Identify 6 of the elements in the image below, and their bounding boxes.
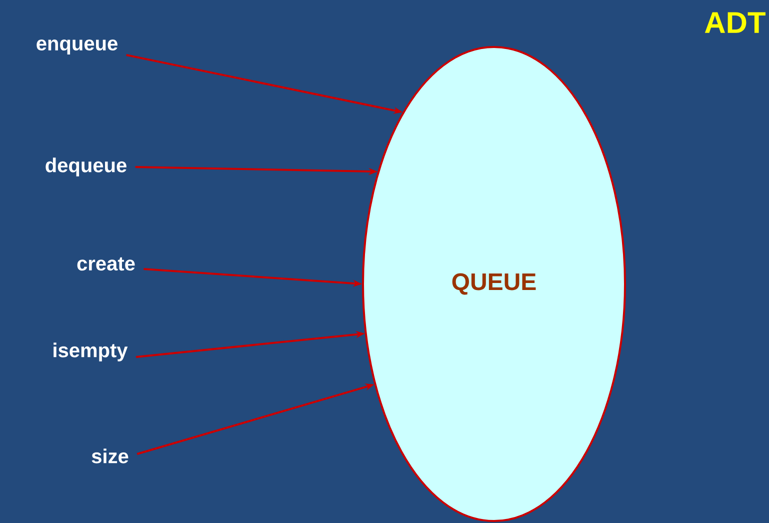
operation-label: enqueue (36, 40, 118, 54)
slide-title: ADT (704, 12, 766, 33)
operation-label: dequeue (46, 158, 126, 176)
operation-label: create (77, 257, 135, 271)
operation-label: size (92, 448, 128, 464)
operation-label: isempty (54, 342, 128, 362)
